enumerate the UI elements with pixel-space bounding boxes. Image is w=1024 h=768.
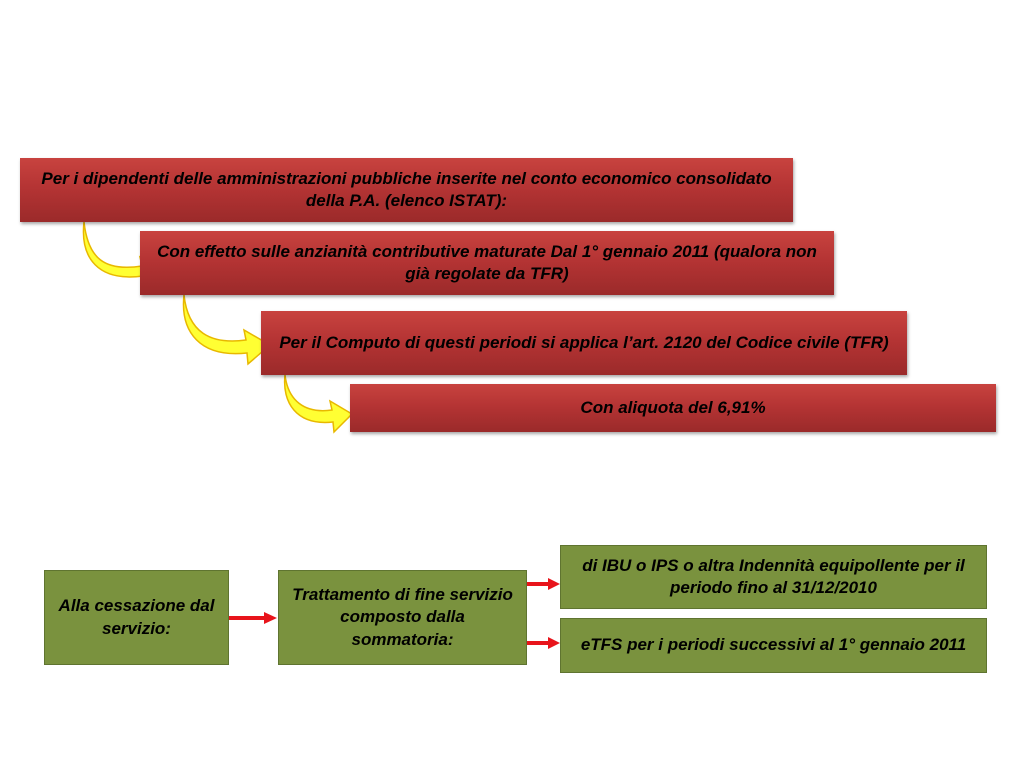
step-box-2-text: Con effetto sulle anzianità contributive… [157, 241, 817, 283]
connector-arrow-middle-branch1 [527, 578, 560, 590]
step-box-4: Con aliquota del 6,91% [350, 384, 996, 432]
middle-box: Trattamento di fine servizio composto da… [278, 570, 527, 665]
middle-box-text: Trattamento di fine servizio composto da… [292, 585, 513, 649]
curved-arrow-3-4 [283, 374, 354, 434]
step-box-3: Per il Computo di questi periodi si appl… [261, 311, 907, 375]
connector-arrow-start-middle [229, 612, 277, 624]
step-box-4-text: Con aliquota del 6,91% [580, 397, 766, 417]
connector-arrow-middle-branch2 [527, 637, 560, 649]
start-box: Alla cessazione dal servizio: [44, 570, 229, 665]
branch-box-2: eTFS per i periodi successivi al 1° genn… [560, 618, 987, 673]
branch-box-1: di IBU o IPS o altra Indennità equipolle… [560, 545, 987, 609]
step-box-1: Per i dipendenti delle amministrazioni p… [20, 158, 793, 222]
branch-box-2-text: eTFS per i periodi successivi al 1° genn… [580, 635, 967, 655]
step-box-2: Con effetto sulle anzianità contributive… [140, 231, 834, 295]
curved-arrow-2-3 [182, 294, 272, 366]
start-box-text: Alla cessazione dal servizio: [58, 596, 215, 638]
step-box-3-text: Per il Computo di questi periodi si appl… [279, 332, 889, 352]
step-box-1-text: Per i dipendenti delle amministrazioni p… [41, 168, 772, 210]
branch-box-1-text: di IBU o IPS o altra Indennità equipolle… [582, 555, 965, 597]
